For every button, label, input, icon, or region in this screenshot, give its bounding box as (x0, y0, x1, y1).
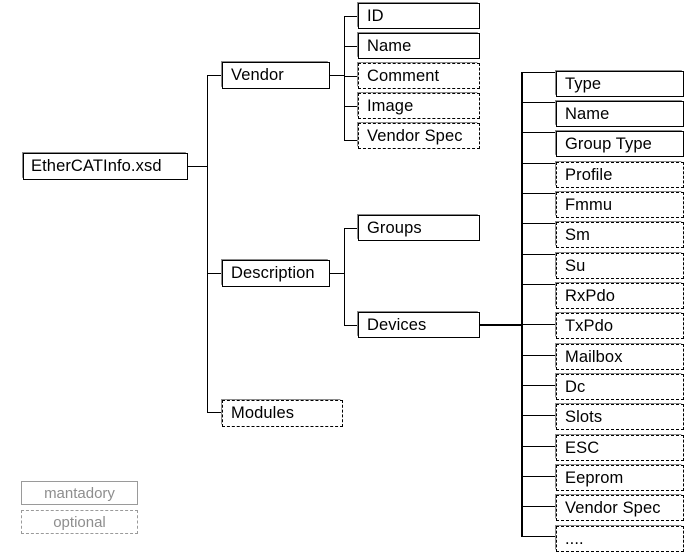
connector-devices-stub (480, 324, 523, 327)
node-device-group-type[interactable]: Group Type (556, 131, 684, 157)
node-label: Modules (231, 404, 295, 423)
node-device-name[interactable]: Name (556, 101, 684, 127)
node-device-txpdo[interactable]: TxPdo (556, 313, 684, 339)
node-devices[interactable]: Devices (358, 312, 480, 338)
connector-vendor-stub (330, 75, 345, 77)
node-label: Name (565, 104, 610, 123)
node-label: Type (565, 74, 602, 93)
node-device-sm[interactable]: Sm (556, 222, 684, 248)
node-label: Comment (367, 66, 440, 85)
connector-devices-su (521, 254, 557, 256)
legend-optional: optional (21, 510, 138, 534)
connector-description-stub (330, 273, 345, 275)
node-label: Profile (565, 165, 613, 184)
node-label: Sm (565, 225, 590, 244)
legend-label: mantadory (44, 484, 115, 502)
connector-devices-txpdo (521, 324, 557, 326)
node-label: Devices (367, 315, 427, 334)
connector-devices-vendor-spec (521, 506, 557, 508)
connector-vendor-vendorspec (344, 140, 359, 142)
connector-devices-esc (521, 446, 557, 448)
connector-vendor-image (344, 106, 359, 108)
node-label: TxPdo (565, 316, 614, 335)
connector-devices-mailbox (521, 355, 557, 357)
node-label: Group Type (565, 134, 652, 153)
node-vendor-id[interactable]: ID (358, 3, 480, 29)
node-vendor-comment[interactable]: Comment (358, 63, 480, 89)
node-device-eeprom[interactable]: Eeprom (556, 465, 684, 491)
node-label: Name (367, 36, 412, 55)
connector-devices-type (521, 72, 557, 74)
connector-description-groups (344, 228, 359, 230)
node-label: Dc (565, 377, 586, 396)
node-vendor-image[interactable]: Image (358, 93, 480, 119)
legend-label: optional (53, 513, 106, 531)
connector-root-stub (188, 166, 208, 168)
node-device-dc[interactable]: Dc (556, 374, 684, 400)
node-ethercatinfo-xsd[interactable]: EtherCATInfo.xsd (23, 153, 188, 180)
connector-devices-rxpdo (521, 284, 557, 286)
node-label: Fmmu (565, 195, 613, 214)
connector-devices-eeprom (521, 476, 557, 478)
node-label: Su (565, 256, 586, 275)
connector-trunk-description (207, 273, 223, 275)
node-label: Vendor Spec (565, 498, 661, 517)
connector-devices-name (521, 102, 557, 104)
node-label: RxPdo (565, 286, 616, 305)
connector-vendor-comment (344, 76, 359, 78)
connector-devices-slots (521, 415, 557, 417)
node-device-type[interactable]: Type (556, 71, 684, 97)
node-label: Vendor Spec (367, 126, 463, 145)
node-vendor-vendor-spec[interactable]: Vendor Spec (358, 123, 480, 149)
node-vendor[interactable]: Vendor (222, 62, 330, 89)
node-label: Slots (565, 407, 603, 426)
connector-devices-fmmu (521, 193, 557, 195)
node-label: Description (231, 264, 315, 283)
node-label: Eeprom (565, 468, 624, 487)
node-vendor-name[interactable]: Name (358, 33, 480, 59)
connector-devices-profile (521, 163, 557, 165)
node-device-fmmu[interactable]: Fmmu (556, 192, 684, 218)
connector-vendor-name (344, 46, 359, 48)
connector-devices-dc (521, 385, 557, 387)
node-groups[interactable]: Groups (358, 215, 480, 241)
connector-devices-sm (521, 223, 557, 225)
node-label: Mailbox (565, 347, 623, 366)
node-device-esc[interactable]: ESC (556, 435, 684, 461)
connector-devices-group-type (521, 132, 557, 134)
connector-root-trunk (207, 75, 209, 413)
connector-vendor-trunk (344, 16, 346, 141)
node-device-more[interactable]: .... (556, 526, 684, 552)
node-device-slots[interactable]: Slots (556, 404, 684, 430)
node-modules[interactable]: Modules (222, 400, 343, 427)
node-label: EtherCATInfo.xsd (31, 157, 162, 176)
connector-trunk-modules (207, 412, 223, 414)
node-label: ID (367, 6, 384, 25)
node-device-su[interactable]: Su (556, 253, 684, 279)
legend-mandatory: mantadory (21, 481, 138, 505)
node-label: Vendor (231, 66, 284, 85)
connector-trunk-vendor (207, 75, 223, 77)
connector-devices-trunk (521, 72, 524, 536)
connector-devices-more (521, 536, 557, 538)
connector-description-devices (344, 325, 359, 327)
connector-description-trunk (344, 228, 346, 326)
node-device-profile[interactable]: Profile (556, 162, 684, 188)
node-label: Image (367, 96, 414, 115)
node-label: Groups (367, 218, 422, 237)
node-description[interactable]: Description (222, 260, 330, 287)
node-device-mailbox[interactable]: Mailbox (556, 344, 684, 370)
node-label: .... (565, 529, 584, 548)
connector-vendor-id (344, 16, 359, 18)
node-device-vendor-spec[interactable]: Vendor Spec (556, 495, 684, 521)
node-label: ESC (565, 438, 600, 457)
node-device-rxpdo[interactable]: RxPdo (556, 283, 684, 309)
